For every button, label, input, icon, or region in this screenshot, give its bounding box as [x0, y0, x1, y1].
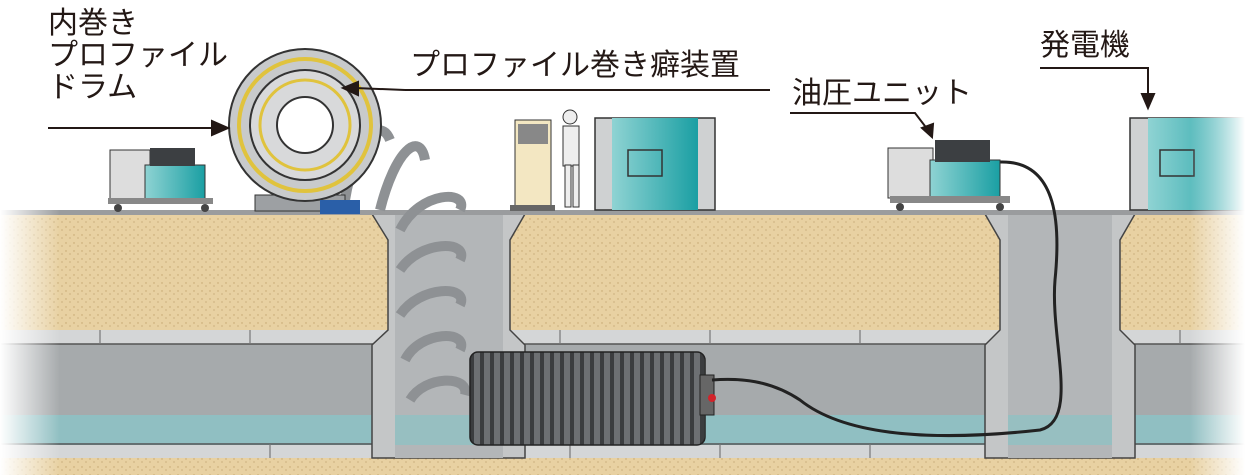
profile-drum: [228, 48, 382, 212]
generator-center: [594, 117, 716, 211]
label-drum: 内巻き プロファイル ドラム: [48, 6, 228, 105]
label-hydraulic-unit: 油圧ユニット: [792, 76, 972, 111]
control-panel: [510, 119, 555, 211]
corrugated-liner-pipe: [469, 351, 706, 446]
generator-leader: [1040, 67, 1149, 96]
label-generator: 発電機: [1040, 28, 1130, 63]
worker: [562, 109, 580, 208]
ground-surface: [0, 210, 1245, 215]
hydraulic-leader: [790, 112, 929, 131]
label-shaping-device: プロファイル巻き癖装置: [410, 48, 740, 83]
shaping-device-base: [320, 200, 360, 214]
hydraulic-unit-left: [108, 148, 213, 212]
hydraulic-hose: [711, 160, 1063, 438]
soil-bottom: [0, 455, 1245, 475]
hydraulic-unit-right: [887, 140, 1010, 211]
